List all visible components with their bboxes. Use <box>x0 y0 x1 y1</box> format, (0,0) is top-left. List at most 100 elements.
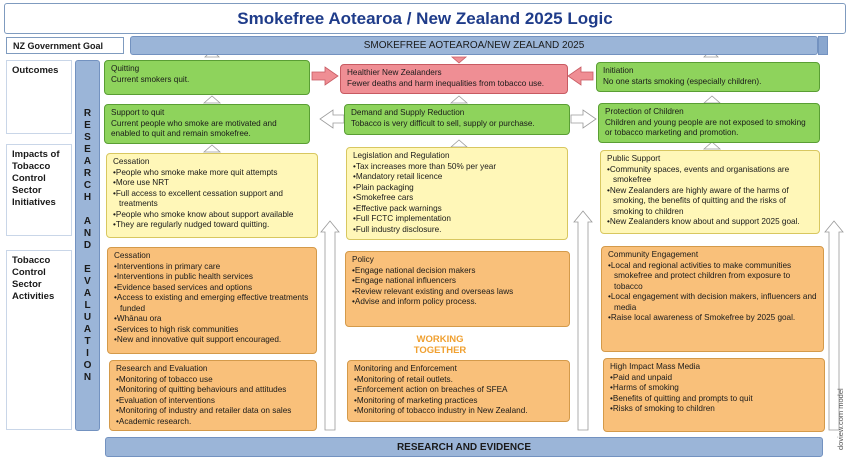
outcome-initiation-text: No one starts smoking (especially childr… <box>603 76 762 86</box>
list-item: Academic research. <box>116 417 310 428</box>
list-item: Mandatory retail licence <box>353 172 561 183</box>
outcome-quitting-text: Current smokers quit. <box>111 74 190 84</box>
arrow-demand-to-healthier <box>449 95 469 104</box>
outcome-initiation-title: Initiation <box>603 66 634 75</box>
research-evaluation-label: RESEARCH AND EVALUATION <box>82 107 93 384</box>
row-label-outcomes: Outcomes <box>6 60 72 134</box>
list-item: Smokefree cars <box>353 193 561 204</box>
arrow-support-to-quitting <box>202 95 222 104</box>
research-evidence-bar: RESEARCH AND EVIDENCE <box>105 437 823 457</box>
support-text: Current people who smoke are motivated a… <box>111 118 277 139</box>
impact-public-support: Public Support Community spaces, events … <box>600 150 820 234</box>
activity-research-title: Research and Evaluation <box>116 364 208 373</box>
list-item: Tax increases more than 50% per year <box>353 162 561 173</box>
watermark-text: doview.com model <box>836 388 845 450</box>
activity-community-title: Community Engagement <box>608 250 699 259</box>
list-item: Services to high risk communities <box>114 325 310 336</box>
outcome-protection-children: Protection of Children Children and youn… <box>598 103 820 143</box>
working-together-label: WORKING TOGETHER <box>413 334 467 356</box>
activity-research-list: Monitoring of tobacco use Monitoring of … <box>116 375 310 428</box>
list-item: Monitoring of tobacco use <box>116 375 310 386</box>
list-item: Access to existing and emerging effectiv… <box>114 293 310 314</box>
arrow-activities-col2-up <box>573 210 593 431</box>
impact-cessation-title: Cessation <box>113 157 150 166</box>
activity-research-evaluation: Research and Evaluation Monitoring of to… <box>109 360 317 431</box>
arrow-activities-col3-up <box>824 220 844 431</box>
impact-cessation-list: People who smoke make more quit attempts… <box>113 168 311 231</box>
list-item: Effective pack warnings <box>353 204 561 215</box>
outcome-healthier-title: Healthier New Zealanders <box>347 68 442 77</box>
outcome-support-to-quit: Support to quit Current people who smoke… <box>104 104 310 144</box>
list-item: Full FCTC implementation <box>353 214 561 225</box>
demand-title: Demand and Supply Reduction <box>351 108 465 117</box>
arrow-demand-to-support <box>319 109 345 129</box>
activity-cessation: Cessation Interventions in primary care … <box>107 247 317 354</box>
list-item: Risks of smoking to children <box>610 404 818 415</box>
activity-community-engagement: Community Engagement Local and regional … <box>601 246 824 352</box>
list-item: Evidence based services and options <box>114 283 310 294</box>
arrow-public-support-up <box>702 141 722 150</box>
demand-text: Tobacco is very difficult to sell, suppl… <box>351 118 535 128</box>
list-item: Plain packaging <box>353 183 561 194</box>
goal-bar-cap <box>818 36 828 55</box>
outcome-demand-supply: Demand and Supply Reduction Tobacco is v… <box>344 104 570 135</box>
list-item: Evaluation of interventions <box>116 396 310 407</box>
list-item: New and innovative quit support encourag… <box>114 335 310 346</box>
list-item: Community spaces, events and organisatio… <box>607 165 813 186</box>
page-title: Smokefree Aotearoa / New Zealand 2025 Lo… <box>4 3 846 34</box>
activity-cessation-list: Interventions in primary care Interventi… <box>114 262 310 346</box>
outcome-quitting: Quitting Current smokers quit. <box>104 60 310 95</box>
list-item: Whānau ora <box>114 314 310 325</box>
arrow-legislation-up <box>449 139 469 148</box>
arrow-quitting-to-healthier <box>311 66 339 86</box>
list-item: Raise local awareness of Smokefree by 20… <box>608 313 817 324</box>
list-item: Review relevant existing and overseas la… <box>352 287 563 298</box>
list-item: Harms of smoking <box>610 383 818 394</box>
row-label-impacts: Impacts of Tobacco Control Sector Initia… <box>6 144 72 236</box>
impact-legislation: Legislation and Regulation Tax increases… <box>346 147 568 240</box>
list-item: New Zealanders know about and support 20… <box>607 217 813 228</box>
list-item: Full access to excellent cessation suppo… <box>113 189 311 210</box>
activity-policy-title: Policy <box>352 255 374 264</box>
list-item: Monitoring of tobacco industry in New Ze… <box>354 406 563 417</box>
list-item: Interventions in public health services <box>114 272 310 283</box>
impact-cessation: Cessation People who smoke make more qui… <box>106 153 318 238</box>
outcome-healthier: Healthier New Zealanders Fewer deaths an… <box>340 64 568 94</box>
list-item: Monitoring of industry and retailer data… <box>116 406 310 417</box>
list-item: Local engagement with decision makers, i… <box>608 292 817 313</box>
arrow-demand-to-protection <box>570 109 597 129</box>
list-item: Full industry disclosure. <box>353 225 561 236</box>
row-label-activities: Tobacco Control Sector Activities <box>6 250 72 430</box>
research-evaluation-bar: RESEARCH AND EVALUATION <box>75 60 100 431</box>
activity-policy: Policy Engage national decision makers E… <box>345 251 570 327</box>
arrow-cessation-impact-up <box>202 144 222 153</box>
outcome-initiation: Initiation No one starts smoking (especi… <box>596 62 820 92</box>
impact-public-support-list: Community spaces, events and organisatio… <box>607 165 813 228</box>
protection-text: Children and young people are not expose… <box>605 117 806 138</box>
list-item: Engage national decision makers <box>352 266 563 277</box>
protection-title: Protection of Children <box>605 107 684 116</box>
list-item: Monitoring of marketing practices <box>354 396 563 407</box>
list-item: Advise and inform policy process. <box>352 297 563 308</box>
list-item: Interventions in primary care <box>114 262 310 273</box>
impact-public-support-title: Public Support <box>607 154 661 163</box>
list-item: Engage national influencers <box>352 276 563 287</box>
list-item: New Zealanders are highly aware of the h… <box>607 186 813 218</box>
arrow-healthier-to-goal <box>450 56 468 64</box>
activity-community-list: Local and regional activities to make co… <box>608 261 817 324</box>
list-item: Monitoring of quitting behaviours and at… <box>116 385 310 396</box>
list-item: Monitoring of retail outlets. <box>354 375 563 386</box>
goal-label: NZ Government Goal <box>6 37 124 54</box>
list-item: Paid and unpaid <box>610 373 818 384</box>
list-item: People who smoke know about support avai… <box>113 210 311 221</box>
list-item: More use NRT <box>113 178 311 189</box>
outcome-healthier-text: Fewer deaths and harm inequalities from … <box>347 78 545 88</box>
list-item: They are regularly nudged toward quittin… <box>113 220 311 231</box>
list-item: People who smoke make more quit attempts <box>113 168 311 179</box>
impact-legislation-title: Legislation and Regulation <box>353 151 450 160</box>
outcome-quitting-title: Quitting <box>111 64 140 73</box>
list-item: Benefits of quitting and prompts to quit <box>610 394 818 405</box>
activity-mass-media-title: High Impact Mass Media <box>610 362 701 371</box>
activity-monitoring-enforcement: Monitoring and Enforcement Monitoring of… <box>347 360 570 422</box>
